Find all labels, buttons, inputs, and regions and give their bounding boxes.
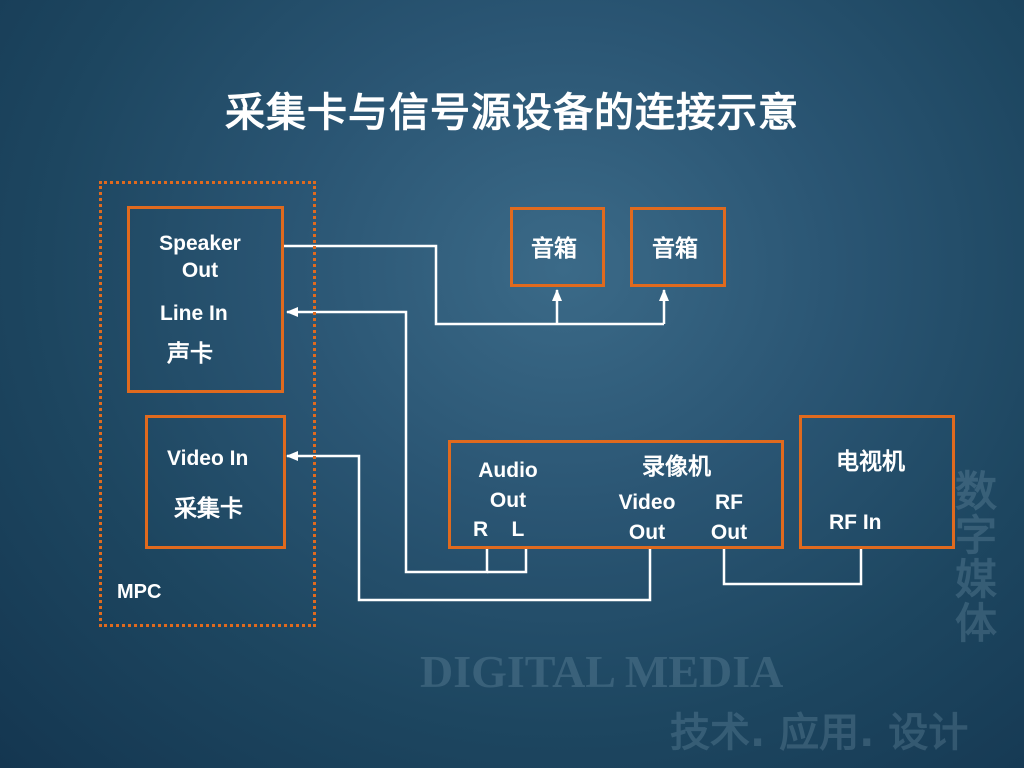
line-in-label: Line In <box>160 302 228 325</box>
vcr-name: 录像机 <box>642 454 711 480</box>
wire-audio-out-l <box>487 548 528 574</box>
watermark-digital-media: DIGITAL MEDIA <box>420 646 784 697</box>
watermark-vertical: 数字媒体 <box>955 467 998 649</box>
capture-card-box <box>145 415 286 549</box>
video-in-label: Video In <box>167 447 249 470</box>
wire-rf <box>722 548 863 586</box>
sound-card-box <box>127 206 284 393</box>
mpc-container <box>99 181 316 627</box>
page-title: 采集卡与信号源设备的连接示意 <box>225 90 799 136</box>
sound-card-name: 声卡 <box>167 341 213 367</box>
speaker-out-label: Speaker Out <box>159 232 241 283</box>
speaker-box-2 <box>630 207 726 287</box>
watermark-tagline: 技术. 应用. 设计 <box>670 710 969 756</box>
rf-in-label: RF In <box>829 511 882 534</box>
wire-video-out <box>286 451 652 602</box>
wire-speaker-out <box>284 244 664 326</box>
speaker-label-1: 音箱 <box>531 236 577 262</box>
tv-box <box>799 415 955 549</box>
speaker-label-2: 音箱 <box>652 236 698 262</box>
video-out-label: Video Out <box>618 491 676 545</box>
audio-channels-label: R L <box>473 518 525 541</box>
audio-out-label: Audio Out <box>478 459 538 513</box>
speaker-box-1 <box>510 207 605 287</box>
vcr-box <box>448 440 784 549</box>
rf-out-label: RF Out <box>710 491 748 545</box>
mpc-label: MPC <box>117 581 162 603</box>
wire-audio-out <box>286 307 489 574</box>
capture-card-name: 采集卡 <box>174 496 243 522</box>
tv-name: 电视机 <box>836 449 905 475</box>
